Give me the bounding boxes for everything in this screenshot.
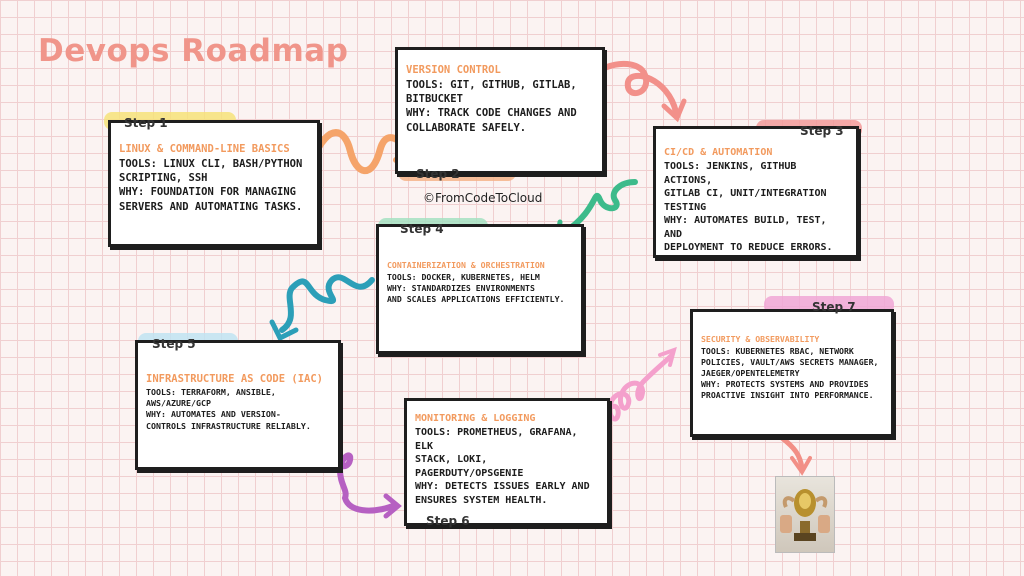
step5-heading: INFRASTRUCTURE AS CODE (IAC) — [146, 373, 330, 385]
step7-line: POLICIES, VAULT/AWS SECRETS MANAGER, — [701, 357, 883, 368]
step7-line: PROACTIVE INSIGHT INTO PERFORMANCE. — [701, 390, 883, 401]
step4-line: WHY: STANDARDIZES ENVIRONMENTS — [387, 283, 573, 294]
step3-line: TOOLS: JENKINS, GITHUB ACTIONS, — [664, 160, 848, 187]
step7-line: JAEGER/OPENTELEMETRY — [701, 368, 883, 379]
step3-card: CI/CD & AUTOMATION TOOLS: JENKINS, GITHU… — [653, 126, 859, 258]
copyright-text: ©FromCodeToCloud — [423, 191, 542, 205]
step7-heading: SECURITY & OBSERVABILITY — [701, 334, 883, 344]
step3-line: DEPLOYMENT TO REDUCE ERRORS. — [664, 241, 848, 255]
step2-card: VERSION CONTROL TOOLS: GIT, GITHUB, GITL… — [395, 47, 605, 174]
step1-label: Step 1 — [110, 113, 182, 133]
step1-heading: LINUX & COMMAND-LINE BASICS — [119, 143, 309, 155]
step4-line: TOOLS: DOCKER, KUBERNETES, HELM — [387, 272, 573, 283]
step7-line: WHY: PROTECTS SYSTEMS AND PROVIDES — [701, 379, 883, 390]
step3-label: Step 3 — [786, 121, 858, 141]
step6-line: TOOLS: PROMETHEUS, GRAFANA, ELK — [415, 426, 599, 453]
step4-label: Step 4 — [386, 219, 458, 239]
trophy-icon — [776, 477, 834, 552]
step6-line: ENSURES SYSTEM HEALTH. — [415, 494, 599, 508]
step2-line: TOOLS: GIT, GITHUB, GITLAB, — [406, 78, 594, 92]
step2-line: BITBUCKET — [406, 92, 594, 106]
step5-label: Step 5 — [138, 334, 210, 354]
step6-label: Step 6 — [412, 511, 484, 531]
step5-line: AWS/AZURE/GCP — [146, 398, 330, 409]
step5-line: TOOLS: TERRAFORM, ANSIBLE, — [146, 387, 330, 398]
step6-line: STACK, LOKI, PAGERDUTY/OPSGENIE — [415, 453, 599, 480]
step6-line: WHY: DETECTS ISSUES EARLY AND — [415, 480, 599, 494]
step2-line: COLLABORATE SAFELY. — [406, 121, 594, 135]
step2-line: WHY: TRACK CODE CHANGES AND — [406, 106, 594, 120]
step7-line: TOOLS: KUBERNETES RBAC, NETWORK — [701, 346, 883, 357]
step7-label: Step 7 — [798, 297, 870, 317]
arrow-step1-to-step2 — [312, 133, 408, 171]
step5-card: INFRASTRUCTURE AS CODE (IAC) TOOLS: TERR… — [135, 340, 341, 470]
step1-line: SCRIPTING, SSH — [119, 171, 309, 185]
step6-card: MONITORING & LOGGING TOOLS: PROMETHEUS, … — [404, 398, 610, 526]
step1-line: SERVERS AND AUTOMATING TASKS. — [119, 200, 309, 214]
step1-line: TOOLS: LINUX CLI, BASH/PYTHON — [119, 157, 309, 171]
step1-line: WHY: FOUNDATION FOR MANAGING — [119, 185, 309, 199]
step3-heading: CI/CD & AUTOMATION — [664, 147, 848, 158]
step4-line: AND SCALES APPLICATIONS EFFICIENTLY. — [387, 294, 573, 305]
step4-heading: CONTAINERIZATION & ORCHESTRATION — [387, 260, 573, 270]
step2-heading: VERSION CONTROL — [406, 64, 594, 76]
step6-heading: MONITORING & LOGGING — [415, 413, 599, 424]
step2-label: Step 2 — [402, 164, 474, 184]
step3-line: GITLAB CI, UNIT/INTEGRATION — [664, 187, 848, 201]
step5-line: WHY: AUTOMATES AND VERSION- — [146, 409, 330, 420]
step4-card: CONTAINERIZATION & ORCHESTRATION TOOLS: … — [376, 224, 584, 354]
step3-line: TESTING — [664, 201, 848, 215]
step1-card: LINUX & COMMAND-LINE BASICS TOOLS: LINUX… — [108, 120, 320, 247]
trophy-image — [775, 476, 835, 553]
step5-line: CONTROLS INFRASTRUCTURE RELIABLY. — [146, 421, 330, 432]
arrow-step4-to-step5 — [282, 277, 372, 330]
step3-line: WHY: AUTOMATES BUILD, TEST, AND — [664, 214, 848, 241]
arrow-step6-to-step7 — [604, 355, 672, 420]
step7-card: SECURITY & OBSERVABILITY TOOLS: KUBERNET… — [690, 309, 894, 437]
